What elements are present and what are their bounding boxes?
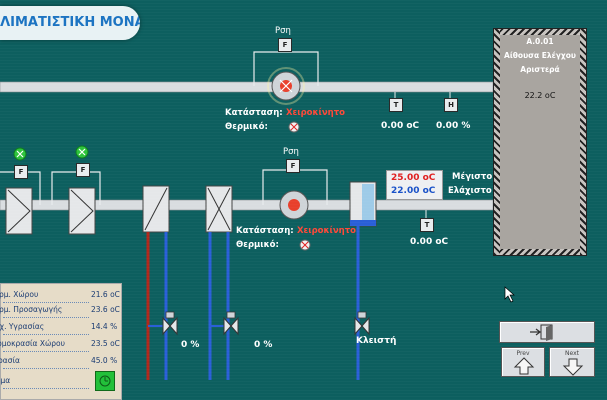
room-wall-bottom (494, 249, 586, 255)
info-row: Θερμ. Χώρου 21.6 oC (0, 290, 123, 304)
supply-fan-state-value: Χειροκίνητο (297, 226, 356, 236)
setpoint-min-label: Ελάχιστο (448, 186, 492, 196)
info-row: Υγρασία 45.0 % (0, 356, 123, 370)
info-row-value: 21.6 oC (91, 290, 120, 299)
info-row-value: 23.6 oC (91, 305, 120, 314)
supply-fan-thermal-icon (299, 239, 311, 251)
return-temp-value: 0.00 oC (381, 121, 420, 131)
room-wall-left (494, 29, 500, 255)
humidifier-valve[interactable] (354, 311, 370, 336)
filter-1-loop (0, 171, 41, 205)
info-row: Θερμοκρασία Χώρου 23.5 oC (0, 339, 123, 353)
return-temp-sensor-icon[interactable]: T (389, 98, 403, 112)
heating-valve[interactable] (162, 311, 178, 336)
heating-coil[interactable] (142, 185, 170, 233)
return-fan[interactable] (267, 67, 305, 105)
status-indicator[interactable] (95, 371, 115, 391)
next-button[interactable]: Next (549, 347, 595, 377)
cooling-valve-value: 0 % (254, 340, 273, 350)
supply-fan-label: Ρση (283, 147, 299, 157)
room-name-line1: Αίθουσα Ελέγχου (504, 51, 576, 60)
cooling-coil[interactable] (205, 185, 233, 233)
info-row: Σήμα (0, 376, 123, 390)
damper-1-auto-icon[interactable]: F (14, 165, 28, 179)
return-fan-thermal-icon (288, 121, 300, 133)
info-row-value: 23.5 oC (91, 339, 120, 348)
info-row: Σχ. Υγρασίας 14.4 % (0, 322, 123, 336)
supply-fan[interactable] (279, 190, 309, 220)
room-wall-right (580, 29, 586, 255)
filter-2[interactable] (68, 187, 96, 235)
return-fan-label: Ρση (275, 26, 291, 36)
info-row-key: Σήμα (0, 376, 11, 385)
supply-fan-thermal-label: Θερμικό: (236, 240, 279, 250)
room-box[interactable]: Α.0.01 Αίθουσα Ελέγχου Αριστερά 22.2 oC (493, 28, 587, 256)
supply-temp-value: 0.00 oC (410, 237, 449, 247)
cooling-valve[interactable] (223, 311, 239, 336)
page-title: ΚΛΙΜΑΤΙΣΤΙΚΗ ΜΟΝΑΔΑ Νο3 (0, 6, 140, 40)
info-row-key: Θερμ. Χώρου (0, 290, 39, 299)
status-indicator-icon (99, 375, 111, 387)
info-row-key: Υγρασία (0, 356, 20, 365)
setpoint-box[interactable]: 25.00 oC 22.00 oC (386, 170, 443, 200)
setpoint-min-value: 22.00 oC (391, 186, 436, 196)
info-row-key: Θερμοκρασία Χώρου (0, 339, 65, 348)
return-fan-state-label: Κατάσταση: (225, 108, 283, 118)
damper-1-status-icon (13, 147, 27, 161)
exit-door-icon (530, 324, 553, 341)
info-row-value: 14.4 % (91, 322, 118, 331)
damper-2-status-icon (75, 145, 89, 159)
filter-1[interactable] (5, 187, 33, 235)
setpoint-max-label: Μέγιστο (452, 172, 493, 182)
mouse-cursor-icon (504, 286, 515, 303)
return-hum-sensor-icon[interactable]: H (444, 98, 458, 112)
supply-temp-sensor-icon[interactable]: T (420, 218, 434, 232)
room-name-line2: Αριστερά (520, 65, 560, 74)
room-temperature: 22.2 oC (524, 91, 556, 100)
info-row-value: 45.0 % (91, 356, 118, 365)
heating-valve-value: 0 % (181, 340, 200, 350)
exit-button[interactable] (499, 321, 595, 343)
return-hum-value: 0.00 % (436, 121, 471, 131)
next-button-label: Next (565, 350, 579, 357)
return-fan-thermal-label: Θερμικό: (225, 122, 268, 132)
room-code: Α.0.01 (526, 37, 554, 46)
arrow-up-icon (513, 357, 535, 375)
arrow-down-icon (562, 358, 584, 376)
return-duct (0, 81, 494, 93)
info-row-key: Θερμ. Προσαγωγής (0, 305, 63, 314)
setpoint-max-value: 25.00 oC (391, 173, 436, 183)
prev-button-label: Prev (516, 350, 530, 357)
page-title-text: ΚΛΙΜΑΤΙΣΤΙΚΗ ΜΟΝΑΔΑ Νο3 (0, 15, 140, 30)
supply-fan-state-label: Κατάσταση: (236, 226, 294, 236)
info-row-key: Σχ. Υγρασίας (0, 322, 45, 331)
humidifier-valve-value: Κλειστή (356, 336, 397, 346)
info-row: Θερμ. Προσαγωγής 23.6 oC (0, 305, 123, 319)
return-fan-loop (253, 51, 319, 86)
damper-2-auto-icon[interactable]: F (76, 163, 90, 177)
info-panel: Θερμ. Χώρου 21.6 oC Θερμ. Προσαγωγής 23.… (0, 283, 122, 400)
prev-button[interactable]: Prev (501, 347, 545, 377)
return-fan-auto-icon[interactable]: F (278, 38, 292, 52)
humidifier[interactable] (349, 181, 377, 227)
supply-fan-auto-icon[interactable]: F (286, 159, 300, 173)
return-fan-state-value: Χειροκίνητο (286, 108, 345, 118)
room-wall-top (494, 29, 586, 35)
